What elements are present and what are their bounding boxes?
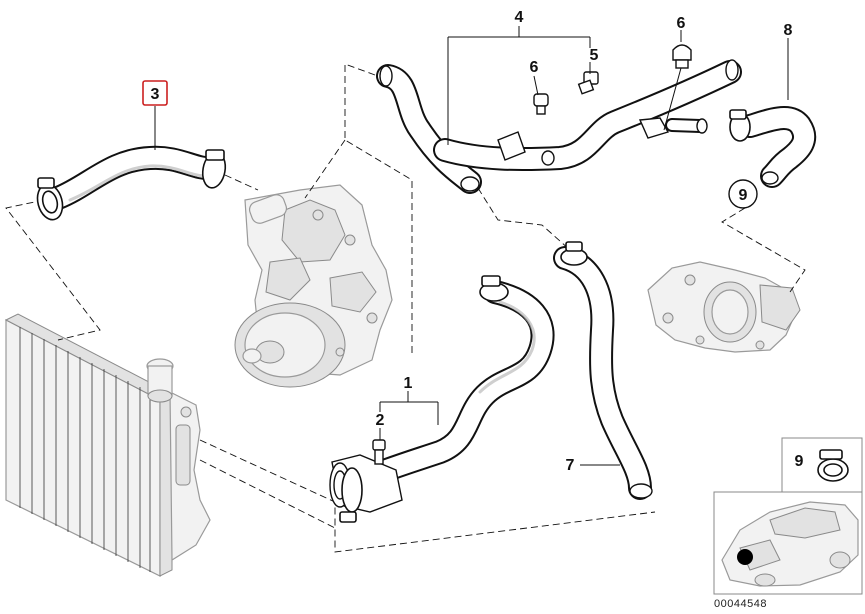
callout-6-right[interactable]: 6	[677, 15, 686, 32]
callout-2[interactable]: 2	[376, 412, 385, 429]
hose-1[interactable]	[329, 275, 555, 523]
hose-clamp	[479, 275, 509, 302]
diagram-reference-number: 00044548	[714, 598, 767, 610]
hose-clamp	[729, 109, 751, 142]
dashed-reference-lines	[5, 63, 806, 553]
callout-7[interactable]: 7	[566, 457, 575, 474]
location-marker-dot	[737, 549, 753, 565]
hose-clamp	[339, 467, 363, 523]
radiator-ghost	[4, 313, 211, 577]
plug-6-left[interactable]	[533, 93, 549, 115]
callout-leaders	[154, 26, 789, 466]
hose-8[interactable]	[729, 106, 817, 188]
callout-3[interactable]: 3	[151, 86, 160, 103]
callout-4[interactable]: 4	[515, 9, 524, 26]
callout-8[interactable]: 8	[784, 22, 793, 39]
plug-6-right[interactable]	[672, 44, 692, 69]
thermostat-housing-ghost	[647, 261, 801, 353]
callout-5[interactable]: 5	[590, 47, 599, 64]
callout-1[interactable]: 1	[404, 375, 413, 392]
bleed-screw-2[interactable]	[372, 439, 386, 465]
hose-clamp	[560, 241, 588, 266]
hose-4[interactable]	[376, 59, 742, 194]
hose-3[interactable]	[34, 145, 228, 222]
callout-6-left[interactable]: 6	[530, 59, 539, 76]
inset-callout-9[interactable]: 9	[795, 453, 804, 470]
callout-9-circle	[728, 179, 758, 209]
inset-hose-clamp	[817, 449, 849, 482]
callout-9[interactable]: 9	[739, 187, 748, 204]
vehicle-location-illustration	[721, 501, 859, 587]
water-pump-ghost	[234, 184, 393, 388]
hose-clamp	[201, 149, 227, 189]
callout-3-highlight	[142, 80, 168, 106]
hose-7[interactable]	[553, 241, 653, 500]
bleed-screw-5[interactable]	[577, 71, 599, 95]
hose-clamp	[36, 177, 64, 221]
inset-panel: 9 00044548	[713, 437, 863, 610]
callout-labels: 3 4 5 6 6 8 9 1 2 7	[142, 9, 793, 474]
